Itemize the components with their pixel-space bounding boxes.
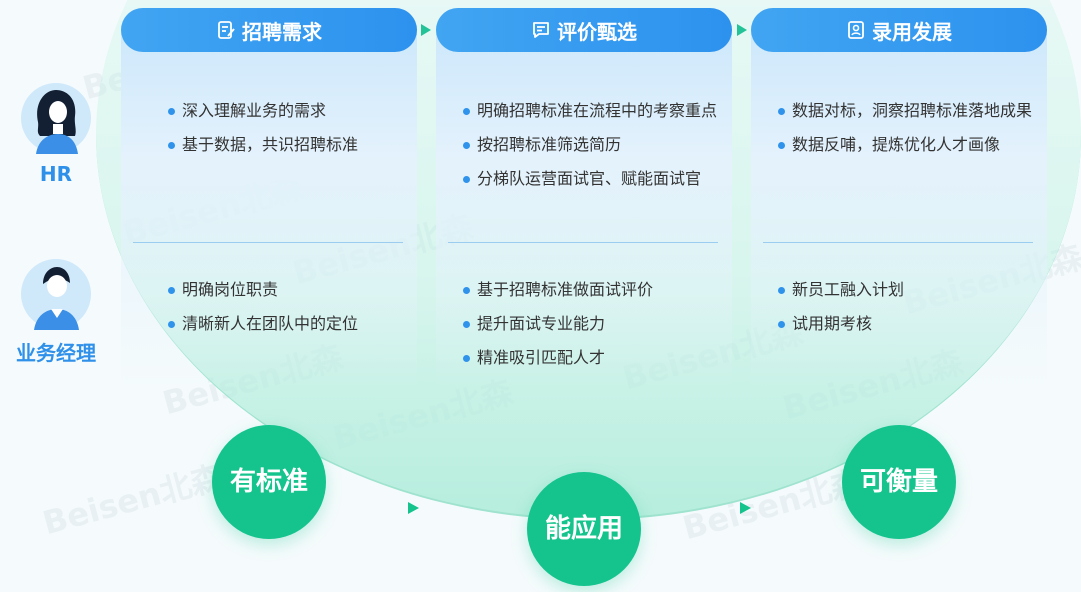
list-item: 提升面试专业能力	[463, 307, 653, 341]
arrow-right-icon	[421, 24, 431, 36]
divider	[133, 242, 403, 243]
manager-item-list: 明确岗位职责 清晰新人在团队中的定位	[168, 273, 358, 341]
arrow-right-icon	[740, 502, 751, 514]
manager-item-list: 新员工融入计划 试用期考核	[778, 273, 904, 341]
list-item: 明确招聘标准在流程中的考察重点	[463, 94, 717, 128]
arrow-right-icon	[737, 24, 747, 36]
hr-item-list: 明确招聘标准在流程中的考察重点 按招聘标准筛选简历 分梯队运营面试官、赋能面试官	[463, 94, 717, 196]
column-title: 招聘需求	[242, 19, 322, 44]
list-item: 数据反哺，提炼优化人才画像	[778, 128, 1032, 162]
manager-avatar	[21, 259, 91, 330]
hire-profile-icon	[848, 21, 864, 39]
arrow-right-icon	[408, 502, 419, 514]
column-header: 招聘需求	[121, 8, 417, 52]
divider	[763, 242, 1033, 243]
column-hiring-development: 录用发展 数据对标，洞察招聘标准落地成果 数据反哺，提炼优化人才画像 新员工融入…	[751, 8, 1047, 388]
column-evaluation: 评价甄选 明确招聘标准在流程中的考察重点 按招聘标准筛选简历 分梯队运营面试官、…	[436, 8, 732, 388]
list-item: 基于招聘标准做面试评价	[463, 273, 653, 307]
list-item: 清晰新人在团队中的定位	[168, 307, 358, 341]
column-header: 录用发展	[751, 8, 1047, 52]
hr-item-list: 深入理解业务的需求 基于数据，共识招聘标准	[168, 94, 358, 162]
column-header: 评价甄选	[436, 8, 732, 52]
hr-item-list: 数据对标，洞察招聘标准落地成果 数据反哺，提炼优化人才画像	[778, 94, 1032, 162]
list-item: 按招聘标准筛选简历	[463, 128, 717, 162]
divider	[448, 242, 718, 243]
list-item: 明确岗位职责	[168, 273, 358, 307]
role-label-manager: 业务经理	[16, 341, 96, 365]
column-title: 评价甄选	[557, 19, 637, 44]
comment-icon	[533, 22, 549, 38]
list-item: 精准吸引匹配人才	[463, 341, 653, 375]
list-item: 新员工融入计划	[778, 273, 904, 307]
list-item: 数据对标，洞察招聘标准落地成果	[778, 94, 1032, 128]
role-label-hr: HR	[39, 162, 73, 186]
list-item: 深入理解业务的需求	[168, 94, 358, 128]
column-recruit-demand: 招聘需求 深入理解业务的需求 基于数据，共识招聘标准 明确岗位职责 清晰新人在团…	[121, 8, 417, 388]
list-item: 试用期考核	[778, 307, 904, 341]
outcome-measurable: 可衡量	[842, 425, 956, 539]
document-edit-icon	[218, 21, 235, 39]
manager-item-list: 基于招聘标准做面试评价 提升面试专业能力 精准吸引匹配人才	[463, 273, 653, 375]
watermark: Beisen北森	[38, 457, 227, 543]
outcome-applicable: 能应用	[527, 472, 641, 586]
outcome-standard: 有标准	[212, 425, 326, 539]
column-title: 录用发展	[872, 19, 952, 44]
list-item: 分梯队运营面试官、赋能面试官	[463, 162, 717, 196]
hr-avatar	[21, 83, 91, 154]
list-item: 基于数据，共识招聘标准	[168, 128, 358, 162]
